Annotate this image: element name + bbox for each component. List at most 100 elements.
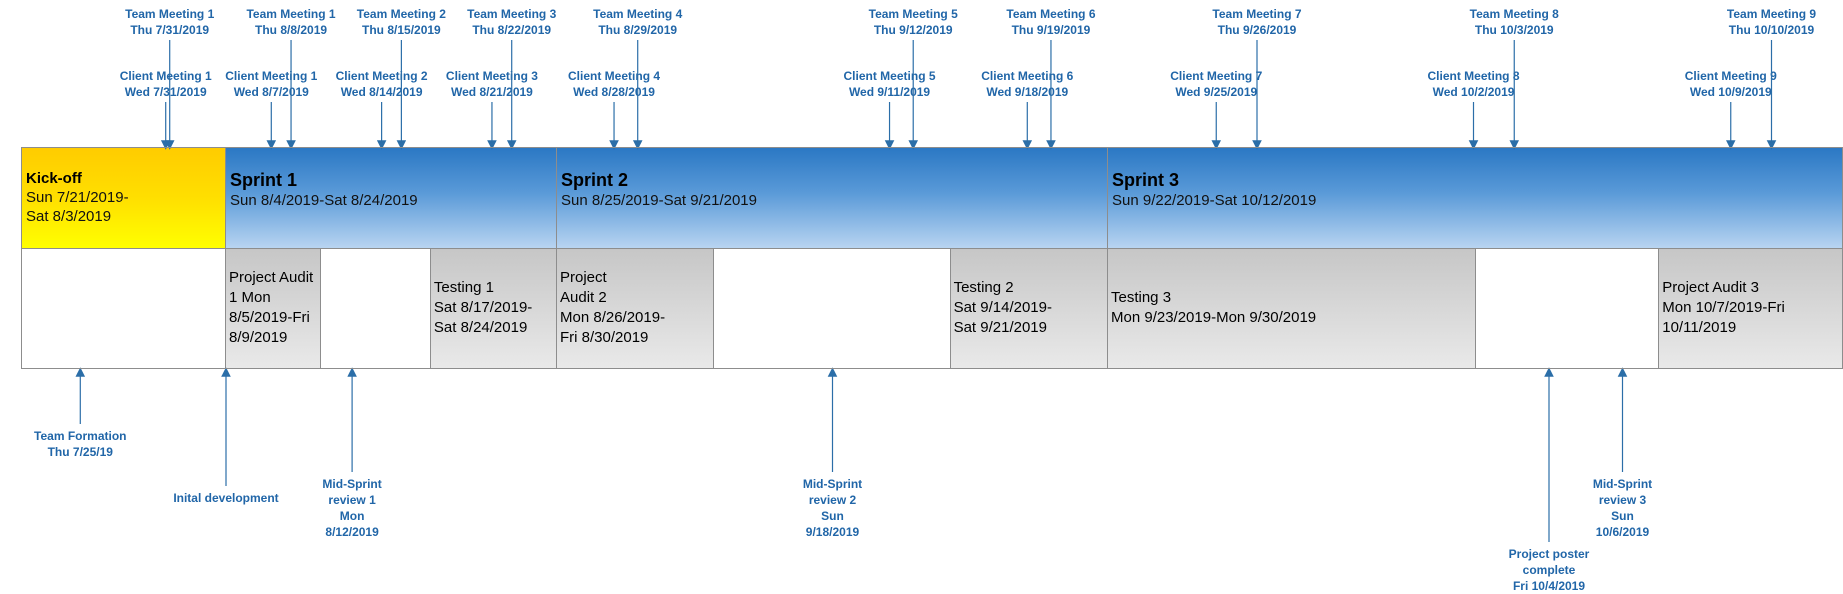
milestone-date: Wed 10/9/2019 <box>1689 85 1772 99</box>
milestone-date: Thu 10/3/2019 <box>1474 23 1554 37</box>
milestone-date: Thu 7/31/2019 <box>130 23 210 37</box>
milestone-label: Team Meeting 7 Thu 9/26/2019 <box>1192 6 1322 38</box>
milestone-date: Thu 10/10/2019 <box>1728 23 1815 37</box>
milestone-date: Wed 8/28/2019 <box>573 85 655 99</box>
milestone-detail: complete <box>1522 563 1576 577</box>
milestone-name: Team Meeting 6 <box>1006 7 1096 21</box>
task-block: Project Audit 2 Mon 8/26/2019- Fri 8/30/… <box>557 248 715 368</box>
milestone-date: Thu 8/22/2019 <box>472 23 552 37</box>
milestone-label: Client Meeting 5 Wed 9/11/2019 <box>825 68 955 100</box>
task-gap <box>1475 248 1660 368</box>
task-gap <box>714 248 951 368</box>
milestone-name: Team Meeting 7 <box>1212 7 1302 21</box>
task-label: Testing 2 Sat 9/14/2019- Sat 9/21/2019 <box>953 279 1052 336</box>
milestone-name: Client Meeting 2 <box>335 69 428 83</box>
milestone-date: Wed 7/31/2019 <box>124 85 207 99</box>
phase-title: Sprint 2 <box>561 170 629 190</box>
milestone-label: Team Meeting 8 Thu 10/3/2019 <box>1449 6 1579 38</box>
milestone-label: Mid-Sprint review 3 Sun 10/6/2019 <box>1558 476 1688 540</box>
task-block: Testing 3 Mon 9/23/2019-Mon 9/30/2019 <box>1108 248 1476 368</box>
milestone-name: Client Meeting 4 <box>568 69 661 83</box>
phase-title: Sprint 3 <box>1112 170 1180 190</box>
milestone-detail: Mon <box>339 509 365 523</box>
milestone-label: Team Meeting 4 Thu 8/29/2019 <box>573 6 703 38</box>
task-block: Project Audit 3 Mon 10/7/2019-Fri 10/11/… <box>1659 248 1843 368</box>
phase-dates: Sun 9/22/2019-Sat 10/12/2019 <box>1112 192 1317 209</box>
task-label: Project Audit 1 Mon 8/5/2019-Fri 8/9/201… <box>229 269 314 346</box>
phase-block: Sprint 1 Sun 8/4/2019-Sat 8/24/2019 <box>226 148 557 248</box>
milestone-name: Client Meeting 7 <box>1170 69 1263 83</box>
milestone-name: Client Meeting 6 <box>981 69 1074 83</box>
phase-title: Kick-off <box>26 170 82 187</box>
milestone-name: Client Meeting 9 <box>1684 69 1777 83</box>
milestone-date: Thu 9/12/2019 <box>873 23 953 37</box>
milestone-date: Wed 10/2/2019 <box>1432 85 1515 99</box>
band-border <box>22 147 1843 148</box>
milestone-label: Team Meeting 5 Thu 9/12/2019 <box>848 6 978 38</box>
task-label: Project Audit 2 Mon 8/26/2019- Fri 8/30/… <box>560 269 666 346</box>
milestone-date: Wed 9/18/2019 <box>986 85 1069 99</box>
task-block: Project Audit 1 Mon 8/5/2019-Fri 8/9/201… <box>226 248 321 368</box>
milestone-name: Inital development <box>173 491 279 505</box>
band-border <box>21 147 22 369</box>
milestone-date: Thu 8/15/2019 <box>362 23 441 37</box>
milestone-date: Thu 9/26/2019 <box>1217 23 1297 37</box>
task-gap <box>22 248 226 368</box>
milestone-label: Team Meeting 1 Thu 7/31/2019 <box>105 6 235 38</box>
phase-dates: Sun 8/4/2019-Sat 8/24/2019 <box>230 192 418 209</box>
phase-block: Sprint 3 Sun 9/22/2019-Sat 10/12/2019 <box>1108 148 1843 248</box>
band-border <box>22 248 1843 249</box>
phase-title: Sprint 1 <box>230 170 298 190</box>
band-border <box>22 368 1843 369</box>
milestone-detail: 8/12/2019 <box>325 525 379 539</box>
task-block: Testing 1 Sat 8/17/2019- Sat 8/24/2019 <box>430 248 557 368</box>
milestone-name: Client Meeting 5 <box>843 69 936 83</box>
milestone-detail: review 3 <box>1598 493 1647 507</box>
phase-dates: Sun 7/21/2019- Sat 8/3/2019 <box>26 189 129 225</box>
milestone-name: Team Meeting 8 <box>1469 7 1559 21</box>
milestone-detail: Thu 7/25/19 <box>47 445 113 459</box>
task-label: Project Audit 3 Mon 10/7/2019-Fri 10/11/… <box>1662 279 1785 336</box>
task-block: Testing 2 Sat 9/14/2019- Sat 9/21/2019 <box>950 248 1108 368</box>
milestone-label: Client Meeting 3 Wed 8/21/2019 <box>427 68 557 100</box>
milestone-label: Client Meeting 9 Wed 10/9/2019 <box>1666 68 1796 100</box>
milestone-name: Mid-Sprint <box>802 477 863 491</box>
task-gap <box>320 248 431 368</box>
milestone-label: Team Meeting 2 Thu 8/15/2019 <box>336 6 466 38</box>
milestone-date: Wed 9/11/2019 <box>848 85 931 99</box>
milestone-name: Mid-Sprint <box>1592 477 1653 491</box>
milestone-date: Wed 9/25/2019 <box>1175 85 1258 99</box>
task-label: Testing 1 Sat 8/17/2019- Sat 8/24/2019 <box>433 279 533 336</box>
task-label: Testing 3 Mon 9/23/2019-Mon 9/30/2019 <box>1111 289 1317 326</box>
milestone-name: Team Meeting 2 <box>356 7 446 21</box>
milestone-name: Team Meeting 4 <box>593 7 683 21</box>
milestone-detail: Sun <box>821 509 844 523</box>
milestone-label: Inital development <box>161 490 291 506</box>
milestone-name: Client Meeting 3 <box>445 69 538 83</box>
milestone-date: Thu 8/29/2019 <box>598 23 678 37</box>
milestone-date: Wed 8/7/2019 <box>233 85 309 99</box>
milestone-name: Team Meeting 5 <box>868 7 958 21</box>
milestone-detail: 10/6/2019 <box>1595 525 1650 539</box>
milestone-name: Mid-Sprint <box>322 477 382 491</box>
milestone-label: Client Meeting 7 Wed 9/25/2019 <box>1151 68 1281 100</box>
milestone-name: Team Formation <box>34 429 127 443</box>
milestone-label: Client Meeting 4 Wed 8/28/2019 <box>549 68 679 100</box>
milestone-detail: Fri 10/4/2019 <box>1512 579 1586 593</box>
milestone-date: Wed 8/21/2019 <box>451 85 533 99</box>
milestone-name: Team Meeting 1 <box>125 7 215 21</box>
milestone-name: Project poster <box>1508 547 1590 561</box>
milestone-detail: Sun <box>1611 509 1634 523</box>
